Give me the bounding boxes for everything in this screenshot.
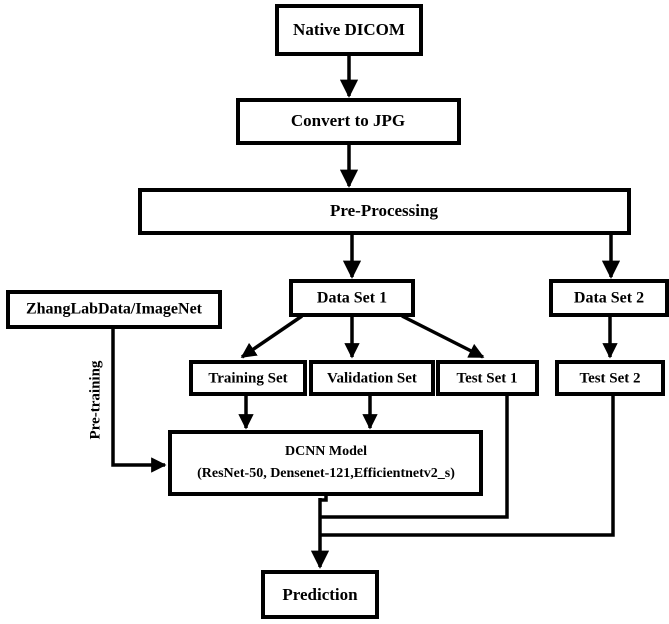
- edge-test2-to-prediction: [320, 394, 615, 537]
- node-zhanglabdata-imagenet-label: ZhangLabData/ImageNet: [26, 301, 203, 318]
- node-training-set-label: Training Set: [208, 370, 287, 386]
- node-convert-to-jpg-label: Convert to JPG: [291, 111, 405, 130]
- node-training-set[interactable]: Training Set: [189, 360, 307, 396]
- edge-dataset1-to-test1: [401, 314, 485, 359]
- node-data-set-1[interactable]: Data Set 1: [289, 279, 415, 317]
- edge-pretraining-to-dcnn: [111, 327, 167, 473]
- node-validation-set[interactable]: Validation Set: [309, 360, 435, 396]
- node-zhanglabdata-imagenet[interactable]: ZhangLabData/ImageNet: [6, 290, 222, 329]
- node-prediction[interactable]: Prediction: [261, 570, 379, 619]
- node-pre-processing[interactable]: Pre-Processing: [138, 188, 631, 235]
- edge-layer: [111, 54, 621, 569]
- node-native-dicom-label: Native DICOM: [293, 20, 405, 39]
- node-test-set-1[interactable]: Test Set 1: [436, 360, 539, 396]
- node-test-set-1-label: Test Set 1: [456, 370, 517, 386]
- node-pre-processing-label: Pre-Processing: [330, 201, 438, 220]
- node-data-set-1-label: Data Set 1: [317, 290, 387, 307]
- node-dcnn-model-subtitle: (ResNet-50, Densenet-121,Efficientnetv2_…: [197, 466, 455, 481]
- node-native-dicom[interactable]: Native DICOM: [275, 4, 423, 56]
- node-data-set-2[interactable]: Data Set 2: [549, 279, 669, 317]
- pre-training-label: Pre-training: [87, 360, 103, 439]
- node-dcnn-model-title: DCNN Model: [285, 444, 367, 459]
- node-test-set-2-label: Test Set 2: [579, 370, 640, 386]
- node-data-set-2-label: Data Set 2: [574, 290, 644, 307]
- node-dcnn-model[interactable]: DCNN Model (ResNet-50, Densenet-121,Effi…: [168, 430, 483, 496]
- edge-dataset1-to-training: [240, 314, 303, 359]
- node-validation-set-label: Validation Set: [327, 370, 417, 386]
- edge-label-pre-training: Pre-training: [87, 360, 103, 439]
- node-test-set-2[interactable]: Test Set 2: [555, 360, 665, 396]
- edge-test1-to-prediction: [320, 394, 509, 519]
- node-convert-to-jpg[interactable]: Convert to JPG: [236, 98, 461, 145]
- node-prediction-label: Prediction: [282, 585, 358, 604]
